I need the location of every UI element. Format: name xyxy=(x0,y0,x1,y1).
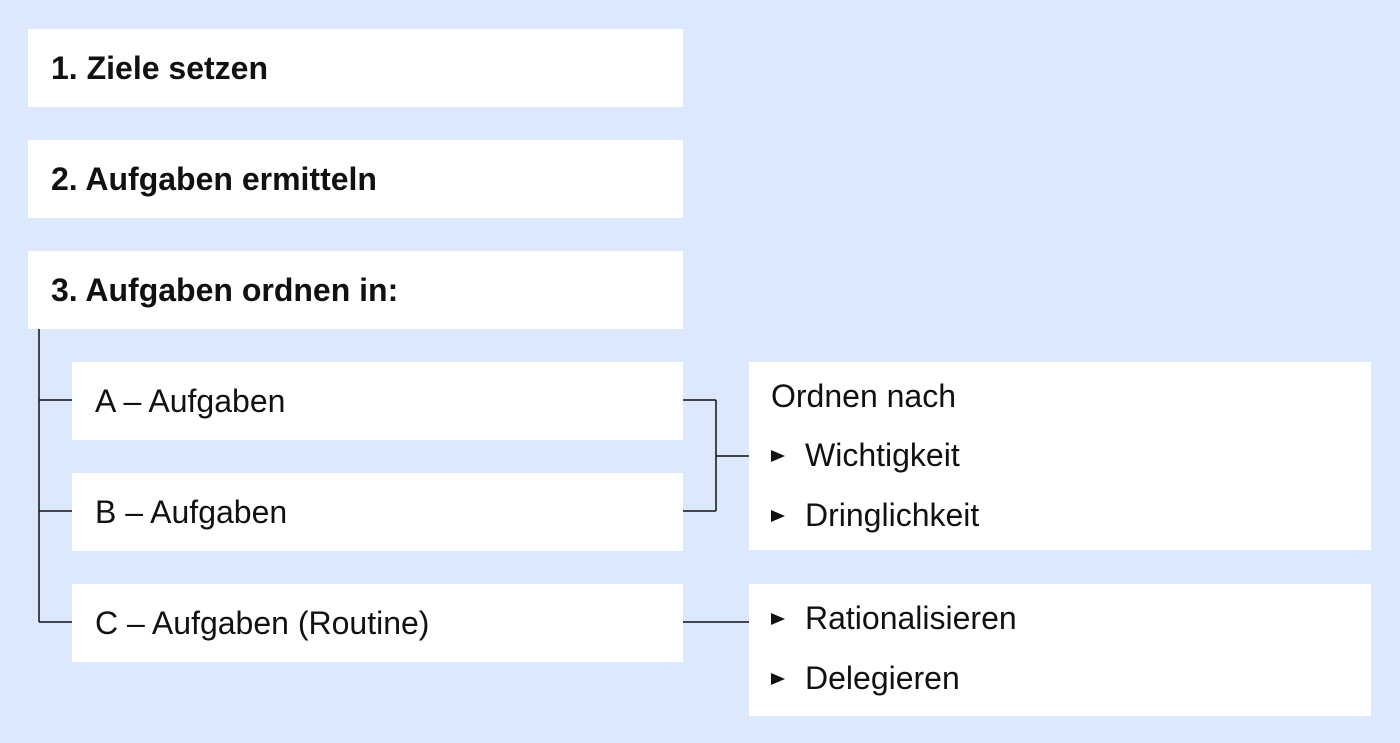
ab-action-item-label: Wichtigkeit xyxy=(805,437,960,473)
step-1-box: 1. Ziele setzen xyxy=(28,29,683,107)
ab-actions-box: Ordnen nach Wichtigkeit Dringlichkeit xyxy=(749,362,1371,550)
triangle-bullet-icon xyxy=(771,509,785,522)
step-3-label: 3. Aufgaben ordnen in: xyxy=(51,271,399,308)
step-2-label: 2. Aufgaben ermitteln xyxy=(51,160,377,197)
c-action-item-label: Rationalisieren xyxy=(805,600,1017,636)
ab-action-item: Wichtigkeit xyxy=(771,437,960,474)
c-action-item: Rationalisieren xyxy=(771,600,1017,637)
category-a-box: A – Aufgaben xyxy=(72,362,683,440)
triangle-bullet-icon xyxy=(771,672,785,685)
triangle-bullet-icon xyxy=(771,612,785,625)
category-c-label: C – Aufgaben (Routine) xyxy=(95,604,430,641)
category-c-box: C – Aufgaben (Routine) xyxy=(72,584,683,662)
ab-action-item: Dringlichkeit xyxy=(771,497,979,534)
ab-action-item-label: Dringlichkeit xyxy=(805,497,980,533)
triangle-bullet-icon xyxy=(771,449,785,462)
ab-actions-heading: Ordnen nach xyxy=(771,378,957,414)
step-2-box: 2. Aufgaben ermitteln xyxy=(28,140,683,218)
c-action-item: Delegieren xyxy=(771,660,960,697)
category-b-label: B – Aufgaben xyxy=(95,493,288,530)
step-3-box: 3. Aufgaben ordnen in: xyxy=(28,251,683,329)
step-1-label: 1. Ziele setzen xyxy=(51,49,268,86)
c-action-item-label: Delegieren xyxy=(805,660,960,696)
category-b-box: B – Aufgaben xyxy=(72,473,683,551)
c-actions-box: Rationalisieren Delegieren xyxy=(749,584,1371,716)
category-a-label: A – Aufgaben xyxy=(95,382,286,419)
